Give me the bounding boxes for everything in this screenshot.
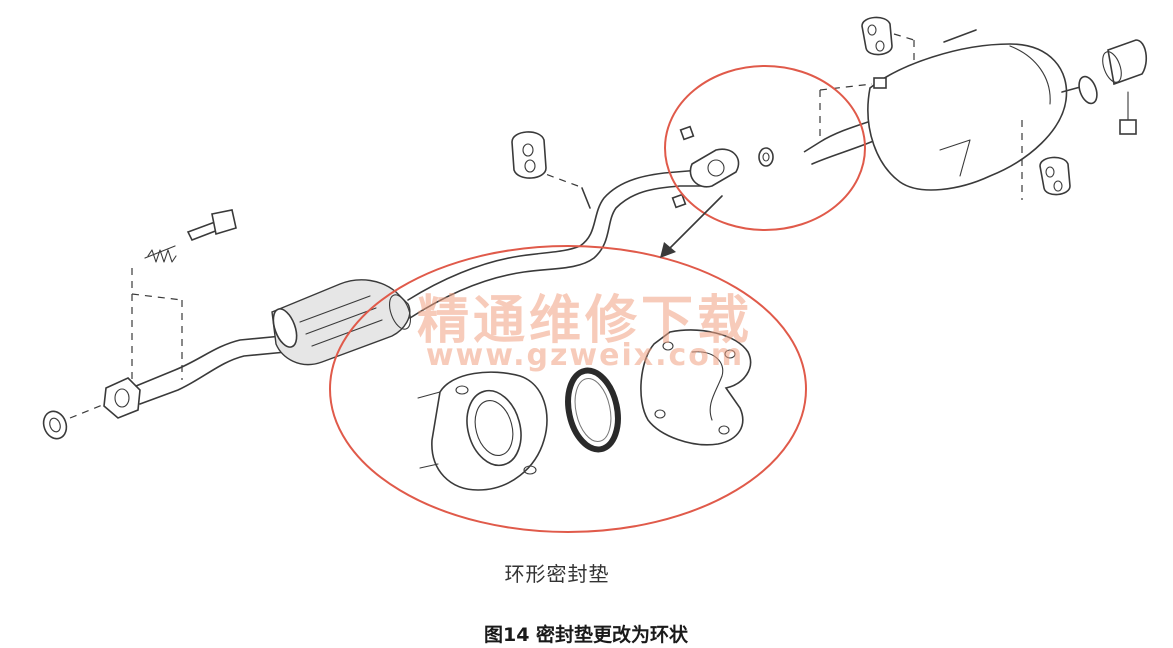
figure-caption: 图14 密封垫更改为环状 bbox=[483, 624, 689, 646]
center-hanger-rubber bbox=[511, 131, 547, 179]
callout-arrow bbox=[660, 195, 723, 258]
ring-gasket-label: 环形密封垫 bbox=[504, 562, 610, 586]
catalytic-converter bbox=[271, 279, 412, 366]
watermark-title: 精通维修下载 bbox=[416, 291, 753, 351]
highlight-circle-detail bbox=[329, 245, 807, 533]
old-gasket-detail bbox=[640, 329, 752, 446]
watermark-url: www.gzweix.com bbox=[425, 338, 745, 373]
detail-flange bbox=[417, 371, 548, 491]
highlight-circle-joint bbox=[664, 65, 866, 231]
muffler bbox=[803, 43, 1098, 191]
rear-flange-joint bbox=[671, 125, 774, 209]
spring-bolt-assembly bbox=[131, 209, 237, 380]
rear-hangers bbox=[819, 16, 1148, 200]
front-pipe-assembly bbox=[42, 335, 287, 440]
ring-gasket-detail bbox=[565, 367, 621, 453]
